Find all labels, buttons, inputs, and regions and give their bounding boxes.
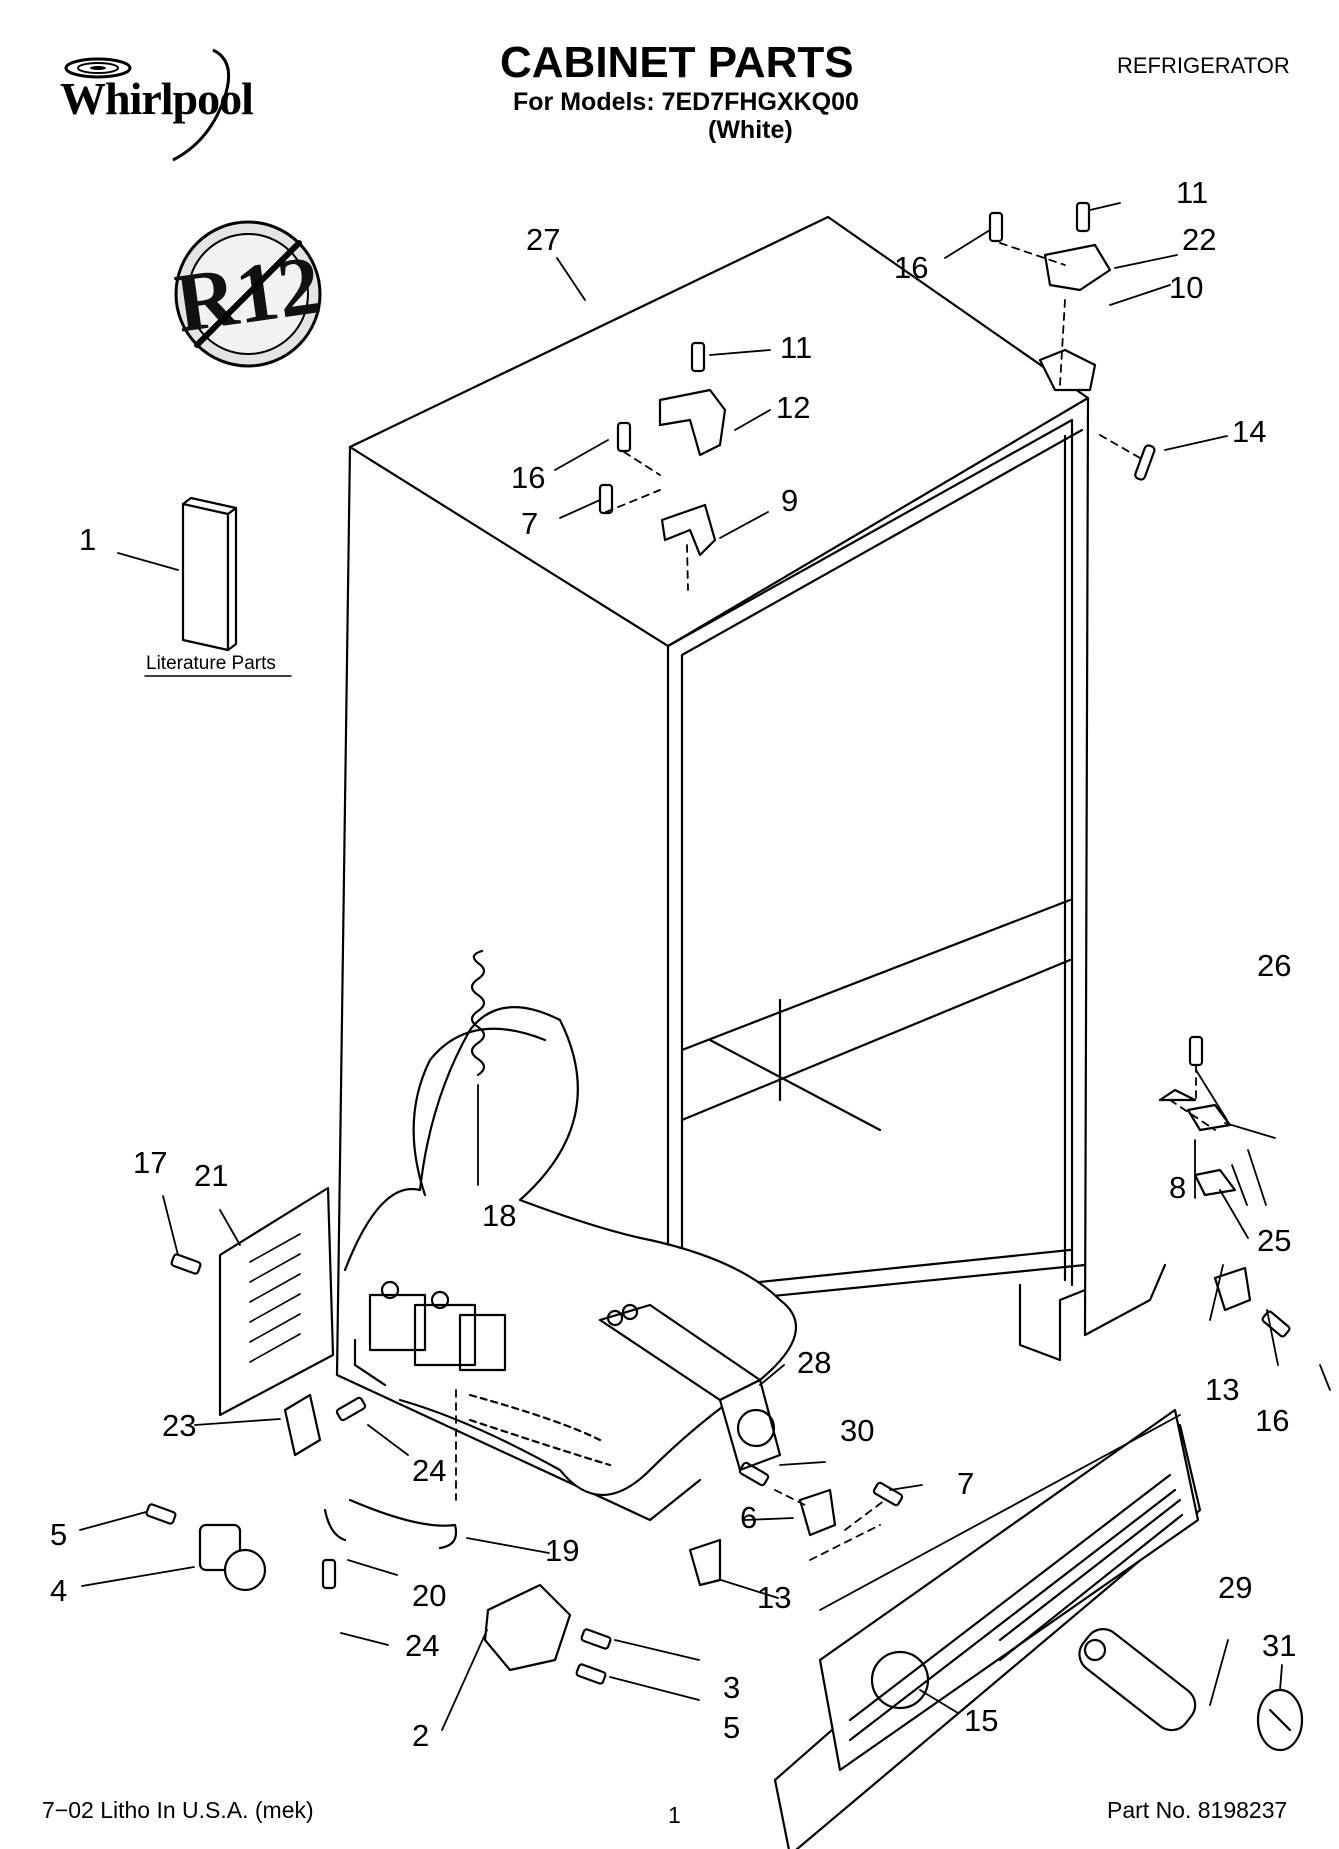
callout-23: 23 [162,1408,197,1443]
callout-25: 25 [1257,1223,1292,1258]
callout-16: 16 [511,460,546,495]
water-filter-29 [1078,1628,1197,1732]
part-number: Part No. 8198237 [1107,1797,1288,1823]
callout-9: 9 [781,483,799,518]
callout-11: 11 [1176,175,1209,210]
callout-26: 26 [1257,948,1292,983]
callout-2: 2 [412,1718,430,1753]
callout-21: 21 [194,1158,229,1193]
literature-parts-label: Literature Parts [146,653,276,674]
callout-16: 16 [1255,1403,1290,1438]
whirlpool-swirl-icon [64,48,231,162]
callout-28: 28 [797,1345,832,1380]
callout-12: 12 [776,390,811,425]
callout-31: 31 [1262,1628,1297,1663]
water-tube-18 [470,949,486,1077]
callout-11: 11 [780,330,813,365]
callout-15: 15 [964,1703,999,1738]
callout-24: 24 [412,1453,447,1488]
callout-19: 19 [545,1533,580,1568]
callout-5: 5 [723,1710,741,1745]
leader-lines [79,202,1331,1731]
callout-7: 7 [521,506,539,541]
no-r12-badge: R12 [170,220,326,368]
callout-8: 8 [1169,1170,1187,1205]
appliance-type: REFRIGERATOR [1117,53,1290,78]
callout-14: 14 [1232,414,1267,449]
callout-17: 17 [133,1145,168,1180]
callout-6: 6 [740,1500,758,1535]
hinge-parts [145,201,1291,1685]
brand-wordmark: Whirlpool [60,73,254,124]
callout-4: 4 [50,1573,68,1608]
callout-3: 3 [723,1670,741,1705]
page-title: CABINET PARTS [500,38,854,87]
page-number: 1 [668,1802,681,1828]
callout-27: 27 [526,222,561,257]
literature-booklet [144,496,292,677]
rear-panel-21 [218,1186,335,1417]
color-line: (White) [708,116,793,144]
callout-13: 13 [1205,1372,1240,1407]
callout-10: 10 [1169,270,1204,305]
callout-7: 7 [957,1466,975,1501]
toe-grille-15 [773,1408,1202,1849]
filter-cap-31 [1256,1688,1304,1752]
whirlpool-logo: Whirlpool [38,42,278,162]
cabinet-shell [335,215,1167,1522]
litho-info: 7−02 Litho In U.S.A. (mek) [42,1797,314,1823]
water-duct-28 [598,1303,782,1472]
callout-24: 24 [405,1628,440,1663]
callout-5: 5 [50,1517,68,1552]
callout-22: 22 [1182,222,1217,257]
callout-18: 18 [482,1198,517,1233]
callout-16: 16 [894,250,929,285]
callout-1: 1 [79,522,97,557]
models-line: For Models: 7ED7FHGXKQ00 [513,88,859,116]
callout-29: 29 [1218,1570,1253,1605]
callout-30: 30 [840,1413,875,1448]
water-valves [353,1280,612,1467]
callout-20: 20 [412,1578,447,1613]
callout-13: 13 [757,1580,792,1615]
